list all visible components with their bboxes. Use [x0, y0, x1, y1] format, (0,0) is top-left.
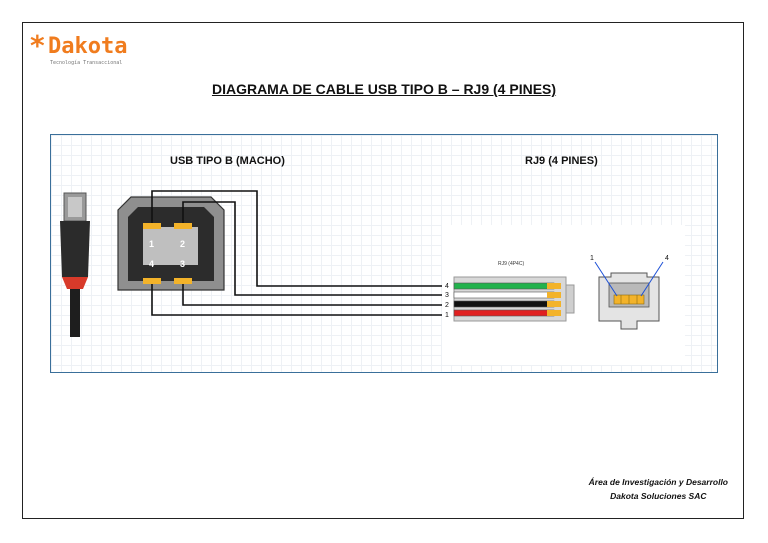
rj9-front-label-4: 4: [665, 255, 669, 262]
footer-department: Área de Investigación y Desarrollo: [588, 477, 728, 487]
usb-pin-3: 3: [180, 259, 185, 269]
usb-b-connector-face: 1 2 4 3: [117, 196, 225, 291]
rj9-contact-1: [547, 310, 561, 316]
usb-pin-4: 4: [149, 259, 154, 269]
logo-name: Dakota: [48, 34, 128, 59]
footer-company: Dakota Soluciones SAC: [610, 491, 707, 501]
rj9-wire-number-1: 1: [445, 312, 449, 319]
rj9-wire-number-3: 3: [445, 292, 449, 299]
rj9-front-label-1: 1: [590, 255, 594, 262]
wire-red: [453, 309, 555, 317]
usb-pin-2: 2: [180, 239, 185, 249]
rj9-side-view: [453, 276, 575, 322]
rj9-wire-number-4: 4: [445, 283, 449, 290]
usb-pin-pads: [143, 223, 192, 284]
rj9-section-label: RJ9 (4 PINES): [525, 155, 598, 167]
rj9-contact-4: [547, 283, 561, 289]
wire-green: [453, 282, 555, 290]
wire-pin3-to-2: [182, 284, 444, 306]
rj9-connector-label: RJ9 (4P4C): [498, 261, 524, 267]
usb-plug-icon: [60, 192, 90, 337]
wiring-lines: [151, 190, 444, 316]
wire-white: [453, 291, 555, 299]
wire-pin1-to-4: [151, 190, 444, 287]
rj9-contact-3: [547, 292, 561, 298]
wire-pin4-to-1: [151, 284, 444, 316]
logo-tagline: Tecnología Transaccional: [50, 60, 123, 66]
diagram-panel: USB TIPO B (MACHO) RJ9 (4 PINES) 1 2 4: [50, 134, 718, 373]
usb-pin-1: 1: [149, 239, 154, 249]
rj9-front-view-icon: 1 4: [590, 255, 669, 330]
footer-credits: Área de Investigación y Desarrollo Dakot…: [589, 475, 728, 503]
rj9-wire-number-2: 2: [445, 302, 449, 309]
diagram-title: DIAGRAMA DE CABLE USB TIPO B – RJ9 (4 PI…: [211, 81, 557, 97]
rj9-contact-2: [547, 301, 561, 307]
wire-black: [453, 300, 555, 308]
wire-pin2-to-3: [182, 201, 444, 296]
usb-section-label: USB TIPO B (MACHO): [170, 155, 285, 167]
logo-star-icon: *: [30, 29, 45, 62]
wiring-diagram: USB TIPO B (MACHO) RJ9 (4 PINES) 1 2 4: [60, 155, 685, 365]
